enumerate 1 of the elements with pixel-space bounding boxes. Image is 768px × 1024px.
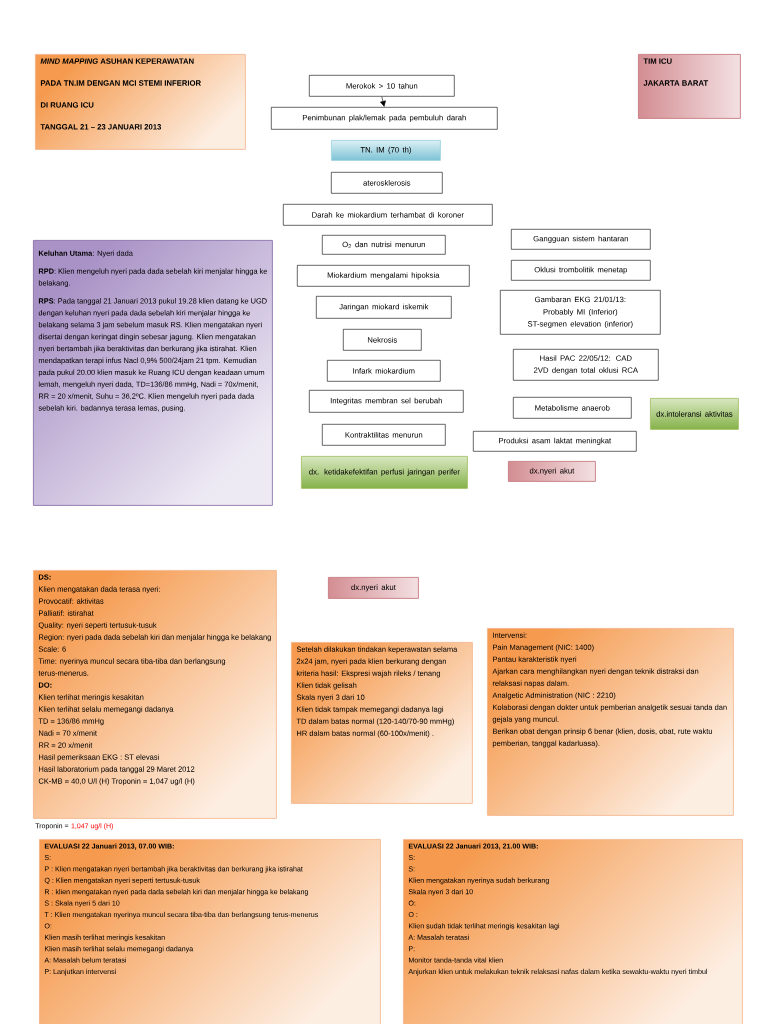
arrow bbox=[380, 96, 386, 107]
